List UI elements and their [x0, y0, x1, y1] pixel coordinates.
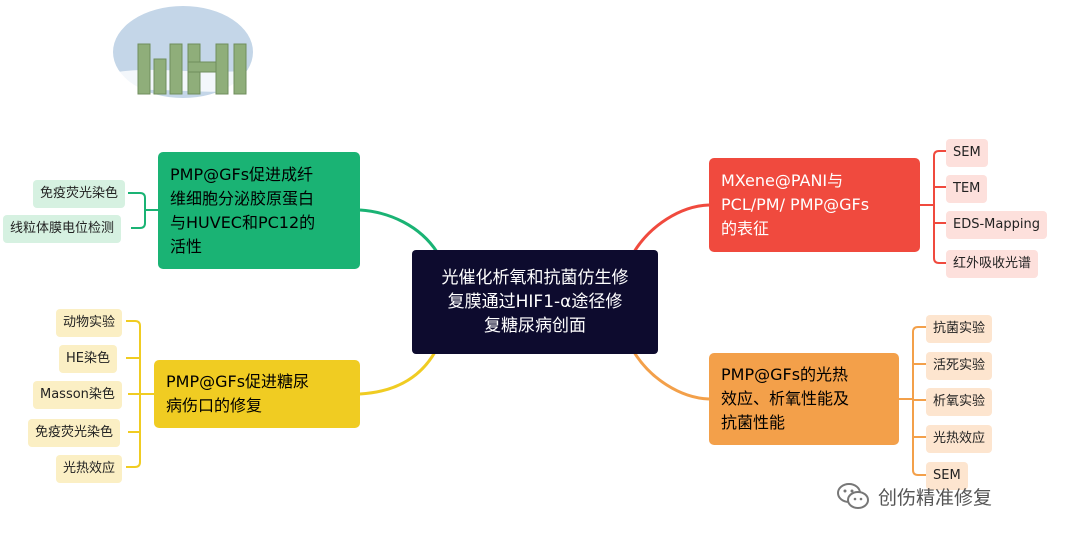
branch-orange-line-3: 抗菌性能	[721, 413, 786, 432]
leaf-orange-4: 光热效应	[926, 425, 993, 453]
leaf-yellow-1: 动物实验	[56, 309, 123, 337]
center-node: 光催化析氧和抗菌仿生修 复膜通过HIF1-α途径修 复糖尿病创面	[412, 250, 658, 354]
leaf-yellow-3: Masson染色	[33, 381, 122, 409]
center-line-2: 复膜通过HIF1-α途径修	[447, 292, 623, 312]
leaf-orange-2: 活死实验	[926, 352, 993, 380]
link-center-green	[359, 208, 439, 253]
center-line-3: 复糖尿病创面	[484, 316, 586, 336]
leaf-green-2: 线粒体膜电位检测	[3, 215, 122, 243]
leaf-yellow-2: HE染色	[59, 345, 117, 373]
branch-red-line-3: 的表征	[721, 219, 770, 238]
leaf-red-4: 红外吸收光谱	[946, 250, 1039, 278]
logo-icon	[108, 6, 258, 98]
branch-yellow-line-2: 病伤口的修复	[166, 396, 263, 415]
link-center-yellow	[359, 351, 437, 396]
leaf-yellow-4: 免疫荧光染色	[28, 419, 121, 447]
leaf-orange-3: 析氧实验	[926, 388, 993, 416]
branch-green-line-2: 维细胞分泌胶原蛋白	[170, 188, 315, 208]
center-line-1: 光催化析氧和抗菌仿生修	[441, 268, 629, 288]
leaf-orange-5: SEM	[926, 462, 968, 490]
branch-characterization: MXene@PANI与 PCL/PM/ PMP@GFs 的表征	[709, 158, 920, 252]
wechat-icon	[837, 483, 869, 509]
leaf-red-2: TEM	[946, 175, 988, 203]
leaf-red-1: SEM	[946, 139, 988, 167]
branch-green-line-1: PMP@GFs促进成纤	[170, 164, 314, 184]
watermark-text: 创伤精准修复	[878, 486, 993, 509]
branch-fibroblast-activity: PMP@GFs促进成纤 维细胞分泌胶原蛋白 与HUVEC和PC12的 活性	[158, 152, 360, 269]
branch-red-line-2: PCL/PM/ PMP@GFs	[721, 195, 870, 214]
leaf-orange-1: 抗菌实验	[926, 315, 993, 343]
leaf-red-3: EDS-Mapping	[946, 211, 1047, 239]
branch-red-line-1: MXene@PANI与	[721, 171, 844, 190]
leaf-yellow-5: 光热效应	[56, 455, 123, 483]
branch-yellow-line-1: PMP@GFs促进糖尿	[166, 372, 310, 391]
branch-wound-repair: PMP@GFs促进糖尿 病伤口的修复	[154, 360, 360, 428]
link-center-red	[632, 203, 710, 253]
leaf-green-1: 免疫荧光染色	[33, 180, 126, 208]
branch-green-line-4: 活性	[170, 236, 203, 256]
branch-orange-line-1: PMP@GFs的光热	[721, 365, 849, 384]
branch-green-line-3: 与HUVEC和PC12的	[170, 212, 316, 232]
branch-photothermal: PMP@GFs的光热 效应、析氧性能及 抗菌性能	[709, 353, 899, 445]
watermark: 创伤精准修复	[836, 480, 992, 512]
link-center-orange	[632, 351, 710, 401]
branch-orange-line-2: 效应、析氧性能及	[721, 389, 850, 408]
